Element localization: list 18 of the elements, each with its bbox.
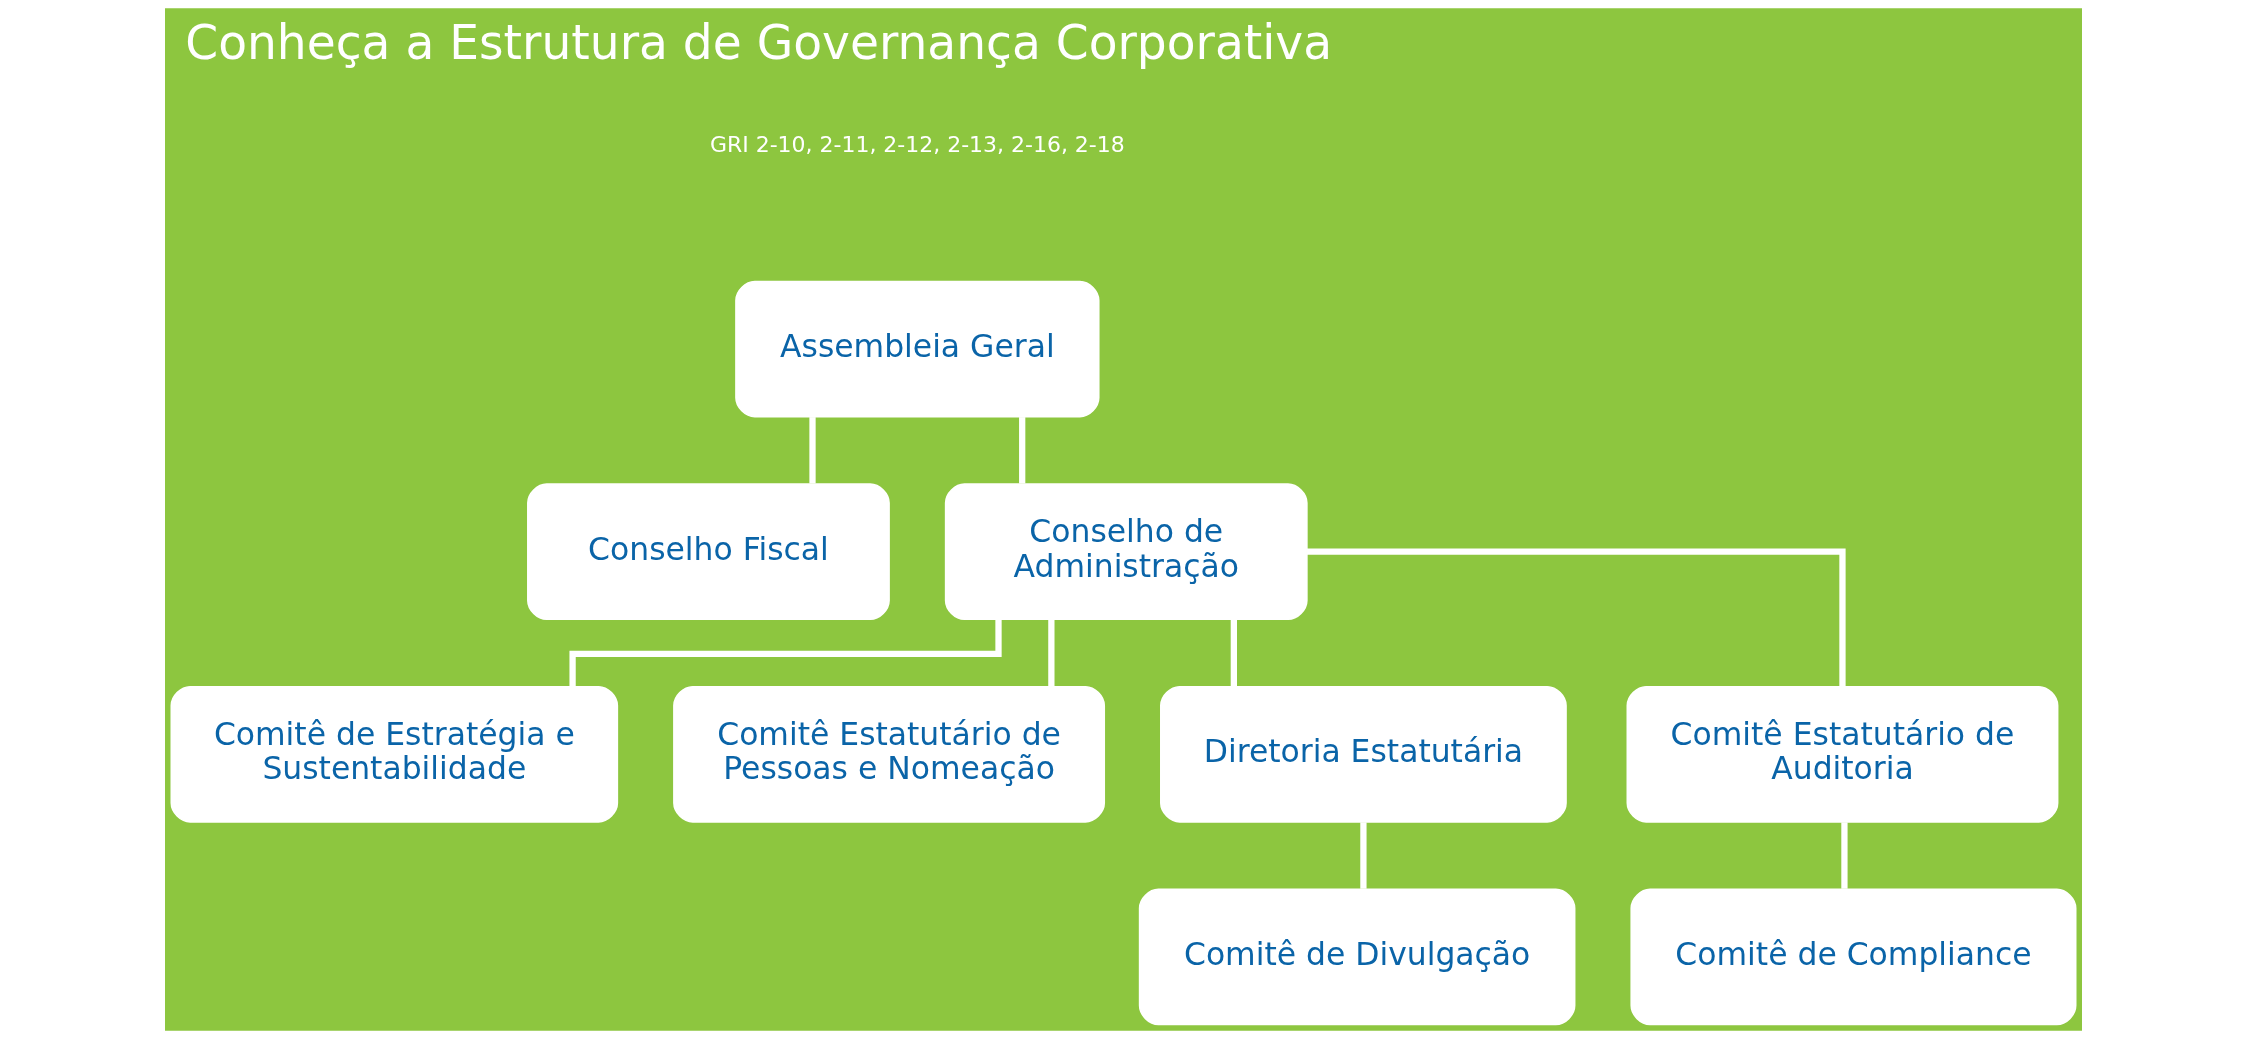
node-box: Comitê de Compliance (1629, 888, 2076, 1026)
connector (1230, 619, 1237, 687)
node-box: Comitê Estatutário de Auditoria (1626, 686, 2058, 823)
connector (1047, 619, 1054, 687)
node-box: Assembleia Geral (734, 280, 1100, 418)
connector (1840, 822, 1848, 889)
node-box: Conselho de Administração (944, 483, 1308, 621)
node-box: Comitê de Divulgação (1138, 888, 1575, 1026)
diagram-title: Conheça a Estrutura de Governança Corporativa (184, 14, 1332, 70)
node-box: Diretoria Estatutária (1159, 686, 1567, 823)
label: GRI 2-10, 2-11, 2-12, 2-13, 2-16, 2-18 (709, 132, 1125, 158)
connector (1359, 822, 1367, 889)
node-box: Comitê de Estratégia e Sustentabilidade (170, 686, 618, 823)
connector (1018, 417, 1025, 484)
node-box: Conselho Fiscal (526, 483, 890, 621)
node-box: Comitê Estatutário de Pessoas e Nomeação (672, 686, 1105, 823)
connector (808, 417, 816, 484)
connector (1306, 548, 1846, 687)
